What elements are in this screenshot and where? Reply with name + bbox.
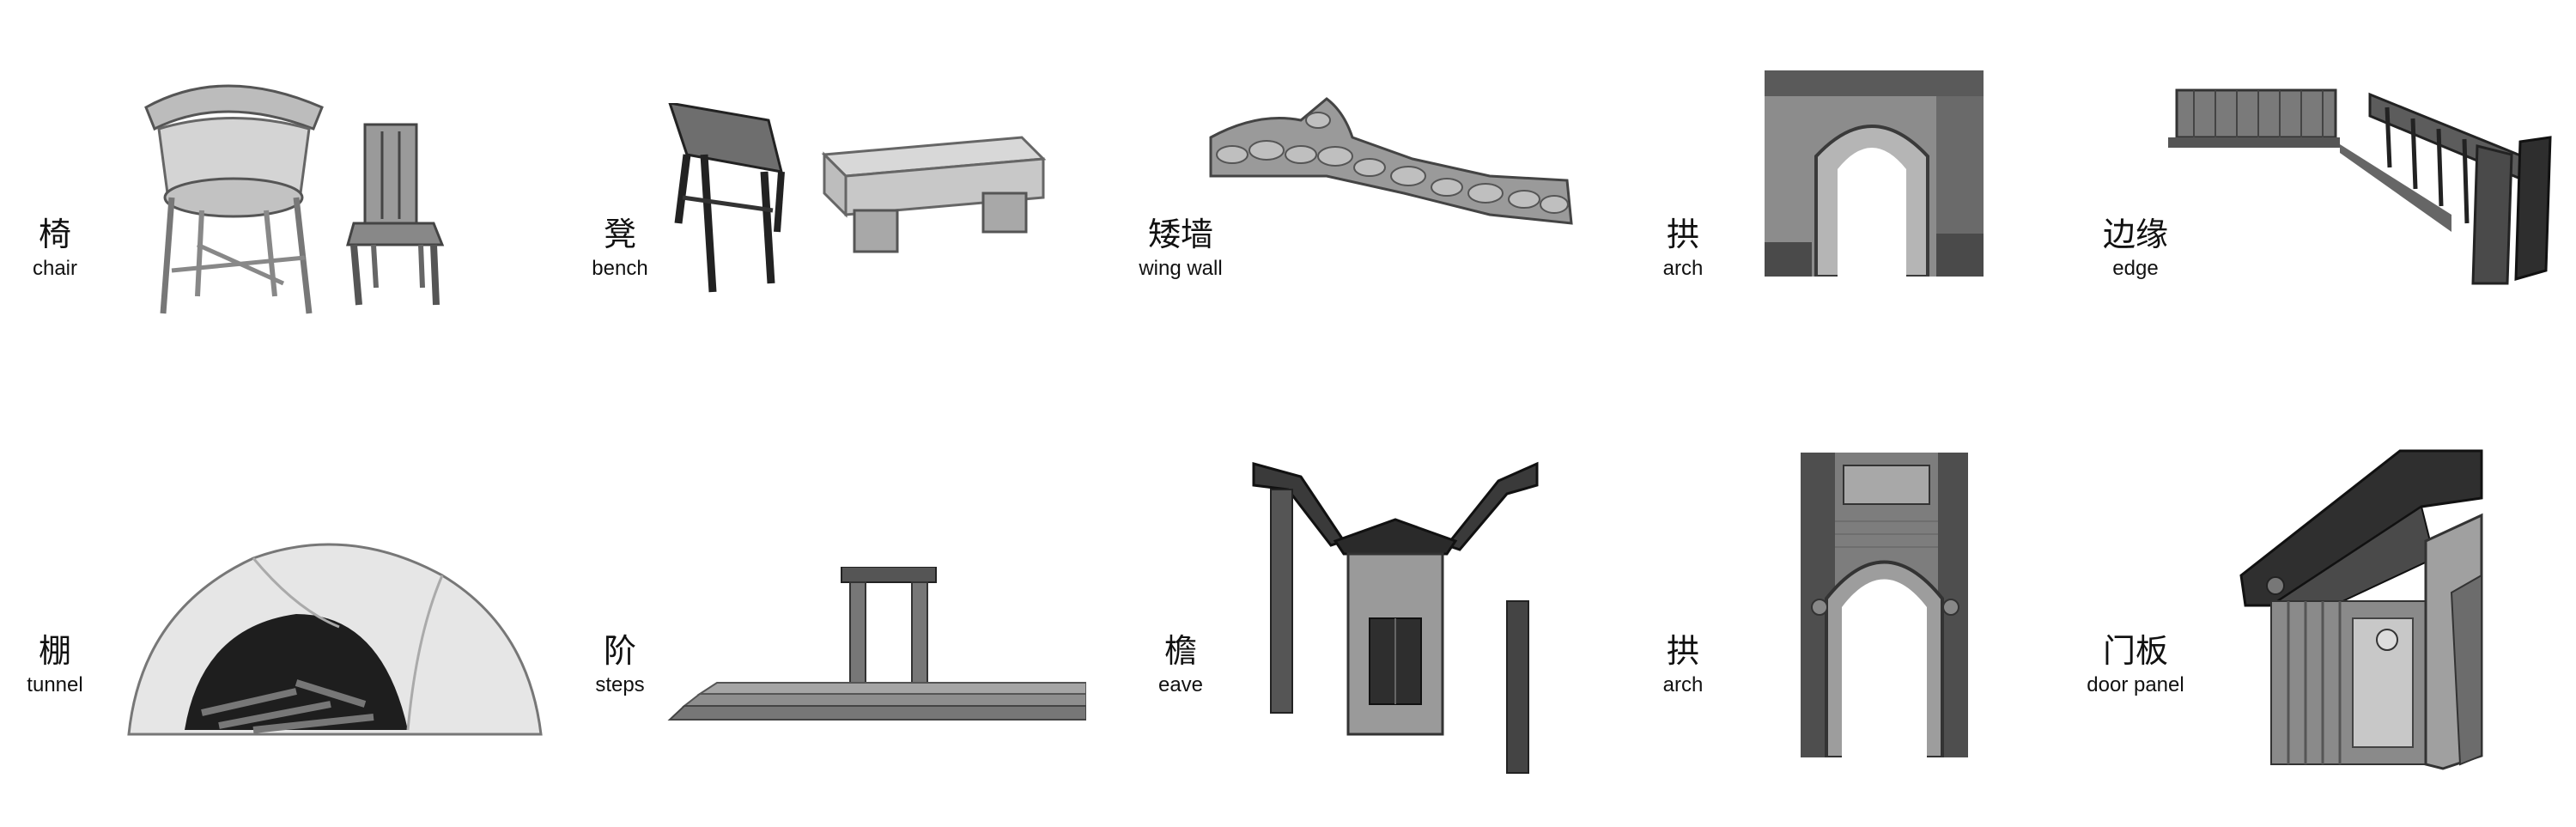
label-steps: 阶 steps: [526, 631, 714, 698]
tunnel-icon: [127, 543, 543, 736]
label-en: eave: [1157, 673, 1204, 696]
arch-1-figure: [1765, 70, 1984, 277]
label-eave: 檐 eave: [1086, 631, 1275, 698]
label-en: bench: [592, 257, 648, 280]
chair-figure: [137, 73, 455, 322]
label-en: wing wall: [1139, 257, 1223, 280]
arch-icon: [1801, 453, 1968, 757]
label-zh: 矮墙: [1147, 216, 1213, 253]
wing-wall-figure: [1206, 94, 1576, 232]
label-arch-1: 拱 arch: [1589, 215, 1777, 282]
steps-figure: [665, 567, 1086, 739]
label-zh: 檐: [1163, 632, 1197, 670]
label-en: door panel: [2087, 673, 2184, 696]
steps-icon: [667, 567, 1086, 721]
label-edge: 边缘 edge: [2041, 215, 2230, 282]
eave-figure: [1249, 459, 1541, 777]
label-en: arch: [1662, 673, 1704, 696]
arch-2-figure: [1801, 453, 1968, 757]
label-en: tunnel: [27, 673, 83, 696]
label-tunnel: 棚 tunnel: [0, 631, 149, 698]
label-zh: 棚: [38, 632, 71, 670]
door-panel-icon: [2239, 449, 2483, 770]
label-zh: 阶: [603, 632, 636, 670]
label-en: chair: [32, 257, 78, 280]
door-panel-figure: [2237, 447, 2486, 773]
edge-figure: [2168, 86, 2563, 288]
label-en: edge: [2112, 257, 2159, 280]
label-zh: 拱: [1666, 216, 1699, 253]
label-en: steps: [595, 673, 645, 696]
label-wing-wall: 矮墙 wing wall: [1086, 215, 1275, 282]
bench-figure: [661, 103, 1048, 301]
label-zh: 门板: [2102, 632, 2168, 670]
wing-wall-icon: [1209, 97, 1573, 225]
label-zh: 边缘: [2102, 216, 2168, 253]
label-zh: 拱: [1666, 632, 1699, 670]
label-bench: 凳 bench: [526, 215, 714, 282]
arch-icon: [1765, 70, 1984, 277]
label-arch-2: 拱 arch: [1589, 631, 1777, 698]
chair-icon: [144, 84, 445, 314]
label-zh: 凳: [603, 216, 636, 253]
edge-icon: [2168, 88, 2552, 285]
label-en: arch: [1662, 257, 1704, 280]
label-chair: 椅 chair: [0, 215, 149, 282]
tunnel-figure: [125, 532, 545, 739]
label-door-panel: 门板 door panel: [2041, 631, 2230, 698]
label-zh: 椅: [38, 216, 71, 253]
eave-icon: [1252, 461, 1539, 774]
bench-icon: [668, 103, 1047, 293]
